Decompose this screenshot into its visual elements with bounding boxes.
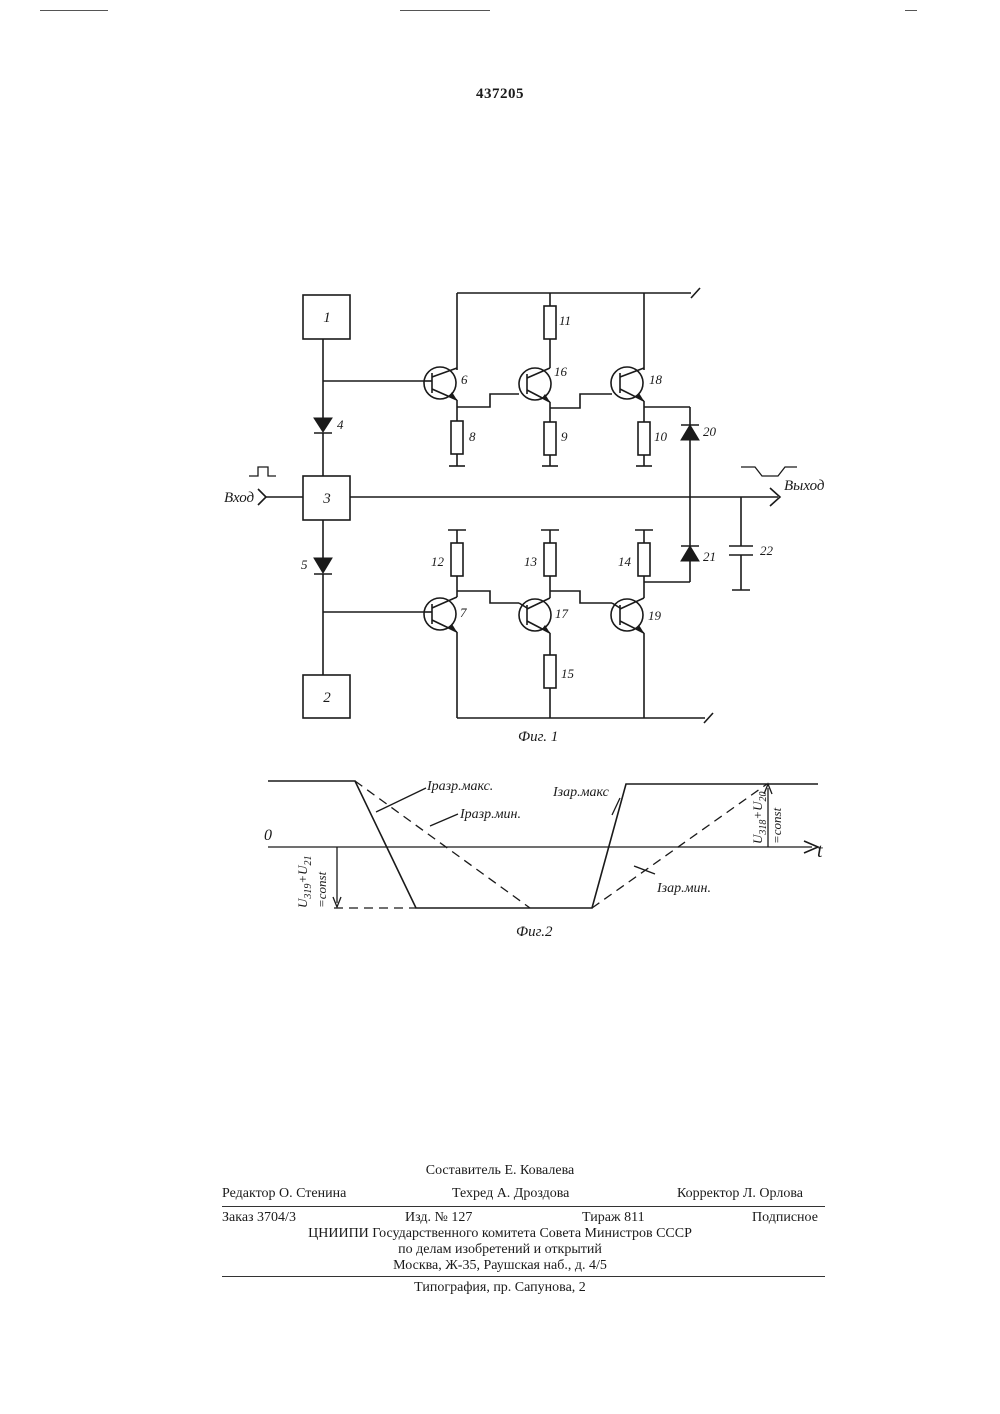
label-22: 22	[760, 543, 774, 558]
upper-level-sub2: 20	[758, 791, 769, 801]
time-axis-label: t	[817, 840, 823, 862]
colophon-rule-top	[222, 1206, 825, 1207]
label-16: 16	[554, 364, 568, 379]
resistor-11	[544, 306, 556, 339]
resistor-10	[638, 422, 650, 455]
order-line: Заказ 3704/3	[222, 1210, 296, 1226]
resistor-9	[544, 422, 556, 455]
label-15: 15	[561, 666, 575, 681]
transistor-6	[423, 367, 457, 400]
transistor-17	[519, 598, 551, 633]
printing-line: Типография, пр. Сапунова, 2	[0, 1280, 1000, 1296]
resistor-8	[451, 421, 463, 454]
label-5: 5	[301, 557, 308, 572]
zero-label: 0	[264, 827, 272, 844]
subscription-line: Подписное	[752, 1210, 818, 1226]
label-charge-min: Ізар.мин.	[656, 881, 711, 896]
label-17: 17	[555, 606, 569, 621]
org-line-2: по делам изобретений и открытий	[0, 1242, 1000, 1258]
lower-level-plus: +U	[295, 864, 310, 884]
label-10: 10	[654, 429, 668, 444]
label-21: 21	[703, 549, 716, 564]
output-label: Выход	[784, 478, 825, 494]
label-14: 14	[618, 554, 632, 569]
figure-1-circuit: 1 3 2 4 5 Вход Выход 11 6	[0, 0, 1000, 760]
label-discharge-min: Іразр.мин.	[459, 807, 521, 822]
label-7: 7	[460, 605, 467, 620]
diode-21	[681, 546, 699, 561]
edition-line: Изд. № 127	[405, 1210, 472, 1226]
label-20: 20	[703, 424, 717, 439]
figure-1-caption: Фиг. 1	[518, 729, 558, 745]
label-11: 11	[559, 313, 571, 328]
resistor-13	[544, 543, 556, 576]
block-3-label: 3	[322, 491, 331, 507]
figure-2-caption: Фиг.2	[516, 924, 553, 940]
resistor-14	[638, 543, 650, 576]
lower-level-const: =const	[314, 871, 329, 908]
org-line-3: Москва, Ж-35, Раушская наб., д. 4/5	[0, 1258, 1000, 1274]
block-1-label: 1	[323, 310, 331, 326]
diode-20	[681, 425, 699, 440]
label-6: 6	[461, 372, 468, 387]
curve-discharge-min	[355, 781, 530, 908]
lower-level-sub2: 21	[303, 855, 314, 865]
diode-5	[314, 558, 332, 573]
input-label: Вход	[224, 490, 255, 506]
label-18: 18	[649, 372, 663, 387]
label-13: 13	[524, 554, 538, 569]
upper-level-plus: +U	[750, 800, 765, 820]
label-9: 9	[561, 429, 568, 444]
label-discharge-max: Іразр.макс.	[426, 779, 493, 794]
corrector-line: Корректор Л. Орлова	[677, 1186, 803, 1202]
lower-level-sub1: 319	[303, 884, 314, 900]
org-line-1: ЦНИИПИ Государственного комитета Совета …	[0, 1226, 1000, 1242]
editor-line: Редактор О. Стенина	[222, 1186, 346, 1202]
curve-max	[268, 781, 818, 908]
resistor-15	[544, 655, 556, 688]
transistor-19	[611, 598, 644, 633]
techred-line: Техред А. Дроздова	[452, 1186, 569, 1202]
upper-level-label: U318+U20	[750, 791, 769, 844]
diode-4	[314, 418, 332, 432]
label-8: 8	[469, 429, 476, 444]
figure-2-waveforms: t 0 Іразр.макс. Іразр.мин. Ізар.макс Іза…	[0, 760, 1000, 960]
transistor-16	[519, 368, 551, 402]
label-12: 12	[431, 554, 445, 569]
label-19: 19	[648, 608, 662, 623]
resistor-12	[451, 543, 463, 576]
upper-level-const: =const	[769, 807, 784, 844]
circulation-line: Тираж 811	[582, 1210, 645, 1226]
label-4: 4	[337, 417, 344, 432]
colophon-rule-bottom	[222, 1276, 825, 1277]
transistor-18	[611, 367, 644, 401]
transistor-7	[423, 597, 457, 632]
label-charge-max: Ізар.макс	[552, 785, 610, 800]
compiler-line: Составитель Е. Ковалева	[0, 1163, 1000, 1179]
upper-level-sub1: 318	[758, 820, 769, 836]
block-2-label: 2	[323, 690, 331, 706]
lower-level-label: U319+U21	[295, 855, 314, 908]
